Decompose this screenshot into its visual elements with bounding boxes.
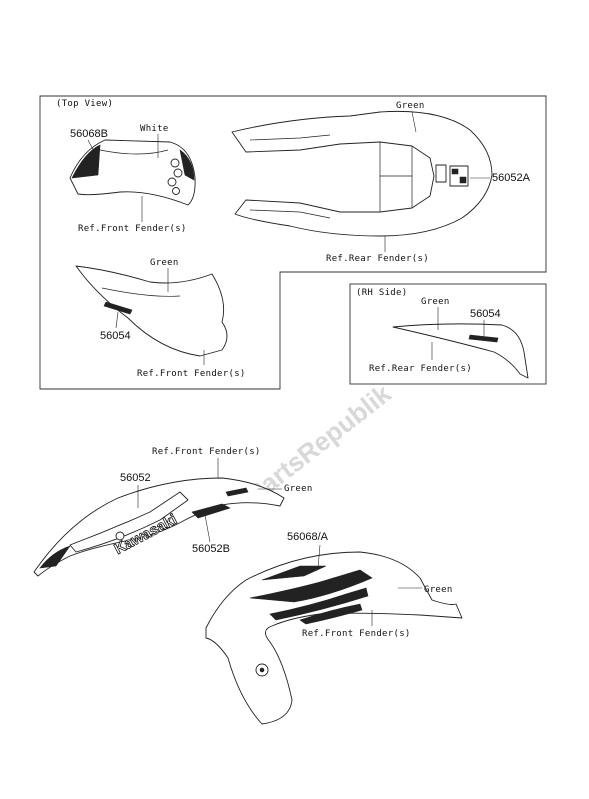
label-green-lower-2: Green xyxy=(424,585,453,595)
label-ref-front-fender-1: Ref.Front Fender(s) xyxy=(78,224,187,234)
rh-side-panel xyxy=(349,283,547,385)
part-number-56068a: 56068/A xyxy=(287,531,329,543)
rh-side-title: (RH Side) xyxy=(356,288,407,298)
top-view-title: (Top View) xyxy=(56,99,113,109)
rear-cowl-top-view xyxy=(231,110,493,237)
label-ref-front-fender-lower-top: Ref.Front Fender(s) xyxy=(152,447,261,457)
label-green-lower-1: Green xyxy=(284,484,313,494)
part-number-56054-rh: 56054 xyxy=(470,308,501,320)
label-white: White xyxy=(140,124,169,134)
label-ref-front-fender-2: Ref.Front Fender(s) xyxy=(137,369,246,379)
front-cowl-top-view xyxy=(69,139,196,206)
part-number-56054-top: 56054 xyxy=(100,330,131,342)
rear-cowl-side-view: Kawasaki xyxy=(33,477,285,577)
label-ref-front-fender-lower-bottom: Ref.Front Fender(s) xyxy=(302,629,411,639)
part-number-56052b: 56052B xyxy=(192,543,230,555)
label-ref-rear-fender-top: Ref.Rear Fender(s) xyxy=(326,254,429,264)
front-fender-side-view xyxy=(75,265,228,357)
label-green-rh: Green xyxy=(421,297,450,307)
label-green-front-top: Green xyxy=(150,258,179,268)
part-number-56052a: 56052A xyxy=(492,172,531,184)
part-number-56068b: 56068B xyxy=(70,128,108,140)
front-fender-side-view-lower xyxy=(205,551,463,725)
label-green-rear-top: Green xyxy=(396,101,425,111)
top-view-panel xyxy=(39,95,547,390)
part-number-56052: 56052 xyxy=(120,472,151,484)
rear-fender-rh-side-view xyxy=(392,323,529,379)
label-ref-rear-fender-rh: Ref.Rear Fender(s) xyxy=(369,364,472,374)
